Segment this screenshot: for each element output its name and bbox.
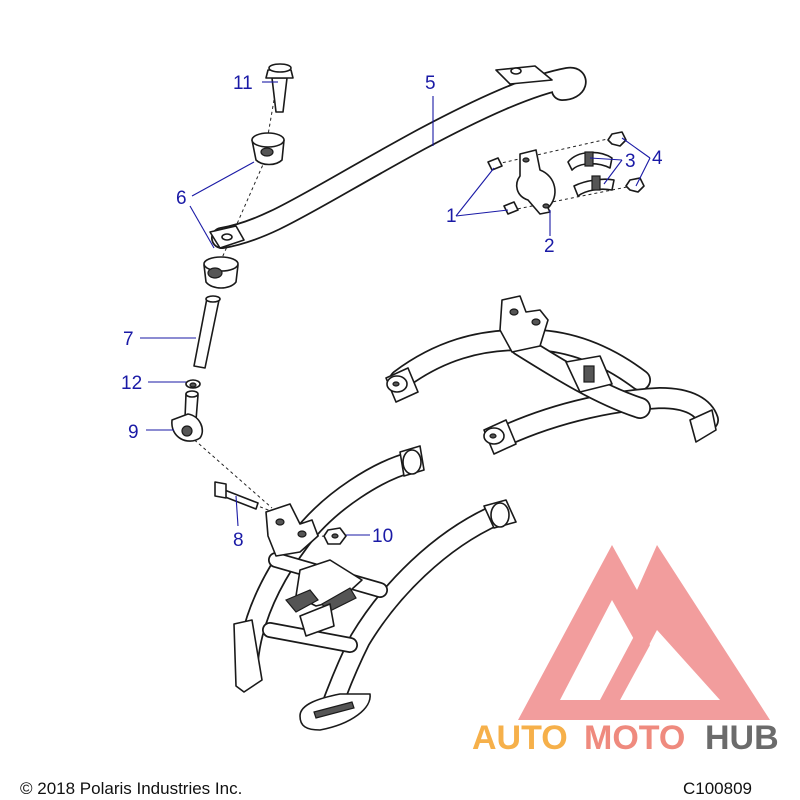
callout-6: 6: [176, 188, 187, 209]
callout-11: 11: [233, 73, 253, 94]
callout-2: 2: [544, 236, 555, 257]
callout-4: 4: [652, 148, 663, 169]
callout-9: 9: [128, 422, 139, 443]
callout-1: 1: [446, 206, 457, 227]
washer-part-12: [185, 379, 201, 389]
clamp-bracket-part-2: [515, 149, 556, 215]
callout-7: 7: [123, 329, 134, 350]
watermark-wordmark: AUTO MOTO HUB: [472, 719, 779, 757]
callout-10: 10: [372, 526, 393, 547]
watermark-auto: AUTO: [472, 719, 568, 757]
bushing-upper: [251, 132, 285, 166]
nut-part-10: [323, 527, 347, 545]
watermark-moto: MOTO: [584, 719, 685, 757]
link-part-9: [171, 390, 204, 442]
lower-a-arm: [233, 445, 517, 731]
bushing-lower: [203, 256, 239, 289]
stabilizer-bar: [209, 65, 587, 249]
sleeve-part-7: [193, 295, 221, 369]
callout-5: 5: [425, 73, 436, 94]
callout-8: 8: [233, 530, 244, 551]
watermark-logo: [518, 545, 770, 720]
callout-12: 12: [121, 373, 142, 394]
diagram-code: C100809: [683, 779, 752, 798]
bolt-part-8: [214, 481, 259, 510]
leader-lines: [140, 81, 651, 536]
copyright-text: © 2018 Polaris Industries Inc.: [20, 779, 242, 798]
bolt-part-11: [265, 63, 294, 113]
upper-a-arm: [385, 295, 719, 455]
screws-part-1: [487, 157, 519, 215]
callout-3: 3: [625, 151, 636, 172]
watermark-hub: HUB: [705, 719, 779, 757]
callouts: 11 5 6 7 12 9 8 10 1 2 3 4: [121, 73, 663, 551]
